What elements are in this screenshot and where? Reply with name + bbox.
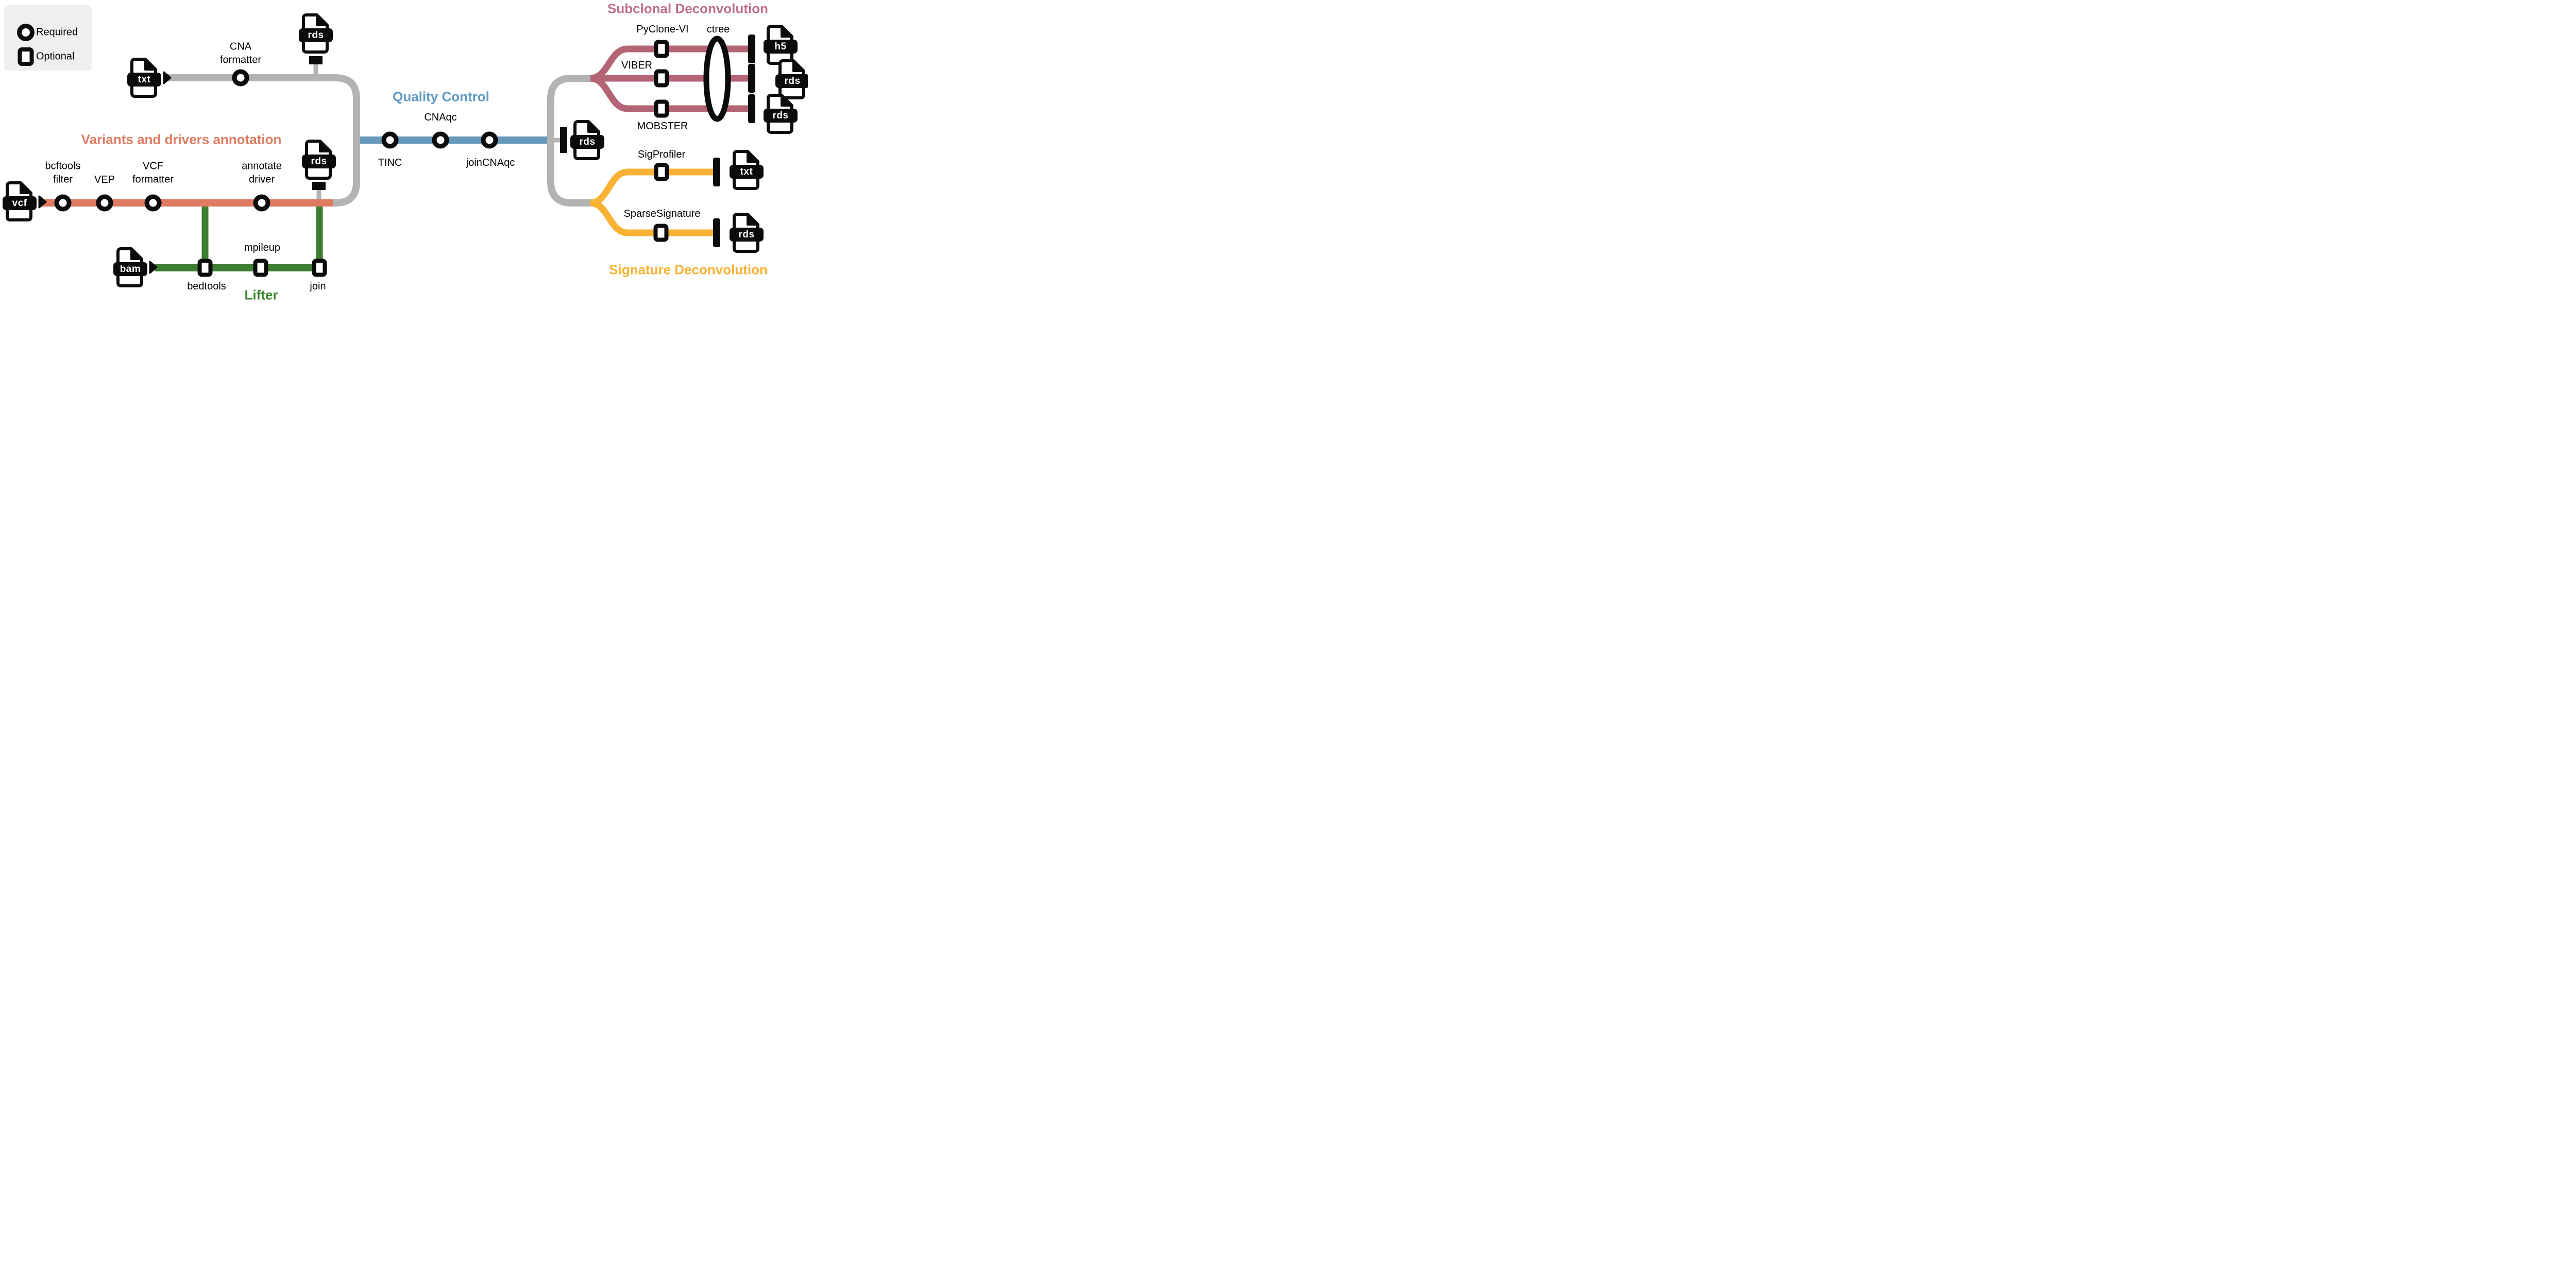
- file-ext-label: rds: [738, 229, 755, 240]
- node-sparsesignature: [653, 224, 669, 242]
- connector-rds-qc: [560, 127, 567, 153]
- file-ext-label: rds: [308, 30, 324, 41]
- node-vcf-formatter: [144, 194, 162, 212]
- connector-rds-cna: [309, 56, 323, 64]
- ctree-ellipse: [703, 36, 731, 122]
- label-vep: VEP: [94, 174, 115, 185]
- label-sparsesignature: SparseSignature: [623, 208, 701, 219]
- line-signature-sparsesignature: [590, 199, 717, 236]
- pipeline-diagram: vcf txt bam rds rds rds h5 rds rds txt r…: [0, 0, 808, 305]
- file-ext-label: bam: [120, 264, 141, 275]
- legend-required-label: Required: [36, 26, 78, 38]
- node-sigprofiler: [654, 163, 669, 181]
- file-icon-txt-sigprofiler-output: txt: [729, 149, 764, 191]
- file-icon-rds-sparsesignature-output: rds: [729, 212, 764, 253]
- file-ext-label: rds: [784, 76, 801, 87]
- label-mpileup: mpileup: [244, 242, 281, 253]
- section-title-quality-control: Quality Control: [393, 89, 489, 105]
- section-title-subclonal: Subclonal Deconvolution: [607, 1, 769, 16]
- file-ext-label: txt: [138, 74, 151, 85]
- arrow-txt-input: [163, 71, 172, 84]
- node-vep: [96, 194, 113, 212]
- label-sigprofiler: SigProfiler: [637, 148, 686, 160]
- node-tinc: [381, 131, 399, 149]
- node-mobster: [654, 99, 669, 118]
- file-icon-rds-drivers-output: rds: [301, 139, 336, 180]
- file-icon-h5-output: h5: [763, 24, 798, 65]
- file-ext-label: rds: [579, 136, 596, 147]
- file-icon-bam-input: bam: [113, 247, 148, 288]
- file-ext-label: rds: [311, 156, 327, 167]
- node-join-cnaqc: [481, 131, 498, 149]
- node-mpileup: [253, 259, 268, 277]
- terminal-bar-h5: [748, 35, 755, 63]
- file-icon-rds-cna-output: rds: [298, 13, 333, 54]
- label-vcf-formatter: VCF formatter: [132, 160, 174, 185]
- label-viber: VIBER: [621, 59, 653, 71]
- section-title-signature: Signature Deconvolution: [609, 262, 768, 278]
- legend-optional-icon: [18, 47, 34, 66]
- label-join: join: [310, 280, 326, 292]
- node-annotate-driver: [253, 194, 270, 212]
- line-subclonal-mobster: [590, 75, 752, 112]
- label-cnaqc: CNAqc: [424, 111, 457, 123]
- label-tinc: TINC: [378, 157, 402, 168]
- file-icon-rds-mobster-output: rds: [763, 93, 798, 134]
- terminal-bar-rds-sparsesignature: [713, 218, 720, 247]
- node-cnaqc: [432, 131, 449, 149]
- terminal-bar-rds-viber: [748, 64, 755, 93]
- label-bedtools: bedtools: [187, 280, 226, 292]
- label-bcftools-filter: bcftools filter: [45, 160, 81, 185]
- line-signature-sigprofiler: [590, 168, 717, 207]
- node-bcftools-filter: [54, 194, 72, 212]
- arrow-bam-input: [149, 261, 158, 274]
- legend: Required Optional: [4, 5, 92, 71]
- line-gray-trunk: [166, 74, 360, 207]
- file-icon-vcf-input: vcf: [2, 181, 37, 222]
- node-viber: [654, 69, 669, 88]
- node-cna-formatter: [232, 69, 249, 87]
- file-ext-label: rds: [772, 110, 789, 121]
- node-join: [312, 259, 327, 277]
- file-ext-label: h5: [774, 41, 787, 52]
- file-ext-label: txt: [740, 166, 753, 177]
- node-bedtools: [197, 259, 213, 277]
- file-ext-label: vcf: [12, 198, 27, 209]
- terminal-bar-rds-mobster: [748, 94, 755, 123]
- section-title-lifter: Lifter: [244, 287, 278, 303]
- arrow-vcf-input: [38, 195, 47, 209]
- file-icon-rds-qc-output: rds: [570, 119, 605, 161]
- label-join-cnaqc: joinCNAqc: [466, 157, 515, 168]
- label-mobster: MOBSTER: [637, 120, 688, 132]
- label-cna-formatter: CNA formatter: [219, 41, 262, 66]
- section-title-variants: Variants and drivers annotation: [81, 131, 282, 147]
- connector-rds-drivers: [312, 182, 326, 190]
- label-pyclone-vi: PyClone-VI: [636, 23, 689, 35]
- node-pyclone-vi: [654, 40, 669, 58]
- wires-layer: [38, 36, 752, 274]
- label-ctree: ctree: [706, 23, 730, 35]
- legend-required-icon: [17, 24, 35, 41]
- file-icon-txt-input: txt: [127, 57, 162, 98]
- terminal-bar-txt-sigprofiler: [713, 158, 720, 186]
- line-gray-bracket: [547, 75, 591, 207]
- label-annotate-driver: annotate driver: [242, 160, 282, 185]
- legend-optional-label: Optional: [36, 50, 75, 62]
